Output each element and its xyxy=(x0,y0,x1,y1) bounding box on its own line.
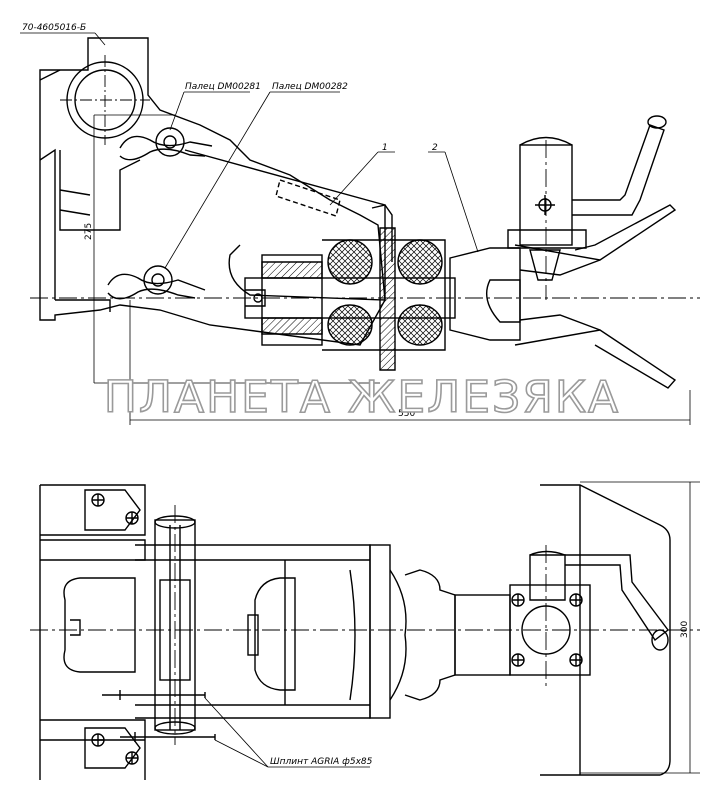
side-view xyxy=(30,37,700,389)
lower-pin xyxy=(143,265,173,295)
part-number-label: 70-4605016-Б xyxy=(22,23,86,33)
dimension-length-top: 550 xyxy=(398,409,415,419)
cotter-pin-label: Шплинт AGRIA ф5х85 xyxy=(270,757,373,767)
frame-bracket xyxy=(39,37,386,346)
callout-1: 1 xyxy=(382,143,388,153)
watermark: ПЛАНЕТА ЖЕЛЕЗЯКА xyxy=(104,372,620,423)
upper-pin xyxy=(155,127,185,157)
pin-2-label: Палец DM00282 xyxy=(272,82,348,92)
coupling-handle xyxy=(572,124,665,216)
hitch-jaw xyxy=(540,484,671,776)
drawbar-arm xyxy=(184,149,386,301)
dimension-height-bottom: 300 xyxy=(680,621,690,638)
drawbar-head xyxy=(449,247,521,341)
plan-view xyxy=(30,484,700,780)
pin-1-label: Палец DM00281 xyxy=(185,82,261,92)
dimension-height-top: 275 xyxy=(84,223,94,240)
dimension-lines-top xyxy=(20,32,691,425)
callout-2: 2 xyxy=(432,143,438,153)
frame-rail xyxy=(39,484,146,780)
dimension-lines-bottom xyxy=(204,481,700,774)
